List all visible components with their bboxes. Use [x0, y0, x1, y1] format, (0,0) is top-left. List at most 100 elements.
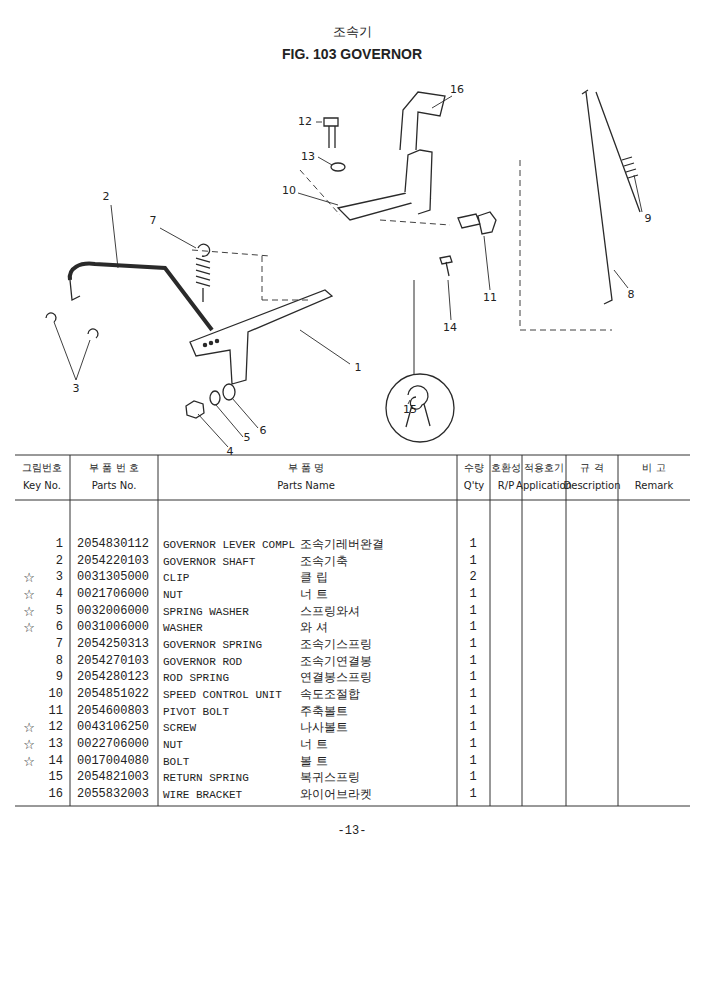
callout-number: 14 [443, 322, 457, 334]
key-number: 11 [49, 705, 63, 718]
part-name-korean: 와이어브라켓 [300, 788, 372, 801]
part-name: BOLT [163, 756, 189, 768]
part-name: SPRING WASHER [163, 606, 249, 618]
key-number: 4 [56, 588, 63, 601]
page-number: -13- [338, 825, 367, 838]
quantity: 1 [469, 772, 476, 785]
table-header: 수량 [464, 462, 484, 473]
table-header: Description [564, 480, 621, 491]
quantity: 1 [469, 755, 476, 768]
governor-drawing [46, 90, 642, 447]
part-number: 2054851022 [77, 688, 149, 701]
part-name: GOVERNOR LEVER COMPL [163, 539, 295, 551]
quantity: 1 [469, 738, 476, 751]
quantity: 1 [469, 588, 476, 601]
quantity: 1 [469, 638, 476, 651]
part-name-korean: 스프링와셔 [300, 605, 360, 618]
quantity: 1 [469, 655, 476, 668]
table-header: 호환성 [491, 462, 521, 473]
key-number: 2 [56, 555, 63, 568]
key-number: 9 [56, 672, 63, 685]
part-name: WIRE BRACKET [163, 789, 242, 801]
spring-washer [210, 391, 220, 405]
part-name: RETURN SPRING [163, 772, 249, 784]
part-number: 2054270103 [77, 655, 149, 668]
star-mark: ☆ [23, 605, 35, 619]
quantity: 1 [469, 688, 476, 701]
part-name-korean: 와 셔 [300, 622, 328, 635]
nut [331, 163, 345, 171]
key-number: 14 [49, 755, 63, 768]
part-name: GOVERNOR SHAFT [163, 556, 255, 568]
star-mark: ☆ [23, 755, 35, 769]
table-header: R/P [498, 480, 514, 491]
callout-number: 5 [244, 432, 251, 444]
governor-spring [196, 244, 210, 302]
part-number: 2054280123 [77, 672, 149, 685]
callout-number: 12 [298, 116, 312, 128]
assembly-line [192, 160, 612, 330]
callout-number: 10 [282, 185, 296, 197]
table-header: 부 품 명 [288, 462, 324, 473]
quantity: 1 [469, 622, 476, 635]
part-name: PIVOT BOLT [163, 706, 229, 718]
table-header: 부 품 번 호 [89, 462, 139, 473]
screw [324, 118, 338, 148]
leader-line [54, 96, 642, 447]
key-number: 7 [56, 638, 63, 651]
key-number: 13 [49, 738, 63, 751]
callout-number: 15 [403, 404, 417, 416]
key-number: 5 [56, 605, 63, 618]
quantity: 2 [469, 572, 476, 585]
part-name: CLIP [163, 572, 189, 584]
callout-number: 4 [227, 446, 234, 458]
nut [186, 401, 204, 418]
part-name-korean: 조속기레버완결 [300, 538, 384, 551]
page-heading: 조속기 [333, 25, 372, 39]
part-name-korean: 볼 트 [300, 755, 328, 768]
rod-spring [596, 92, 640, 212]
key-number: 12 [49, 722, 63, 735]
key-number: 10 [49, 688, 63, 701]
bolt [440, 256, 452, 276]
part-number: 0032006000 [77, 605, 149, 618]
part-name: NUT [163, 589, 183, 601]
table-header: 그림번호 [22, 462, 62, 473]
unit-plate [405, 150, 432, 214]
quantity: 1 [469, 555, 476, 568]
quantity: 1 [469, 605, 476, 618]
part-name-korean: 너 트 [300, 588, 328, 601]
part-name: ROD SPRING [163, 672, 229, 684]
part-name-korean: 속도조절합 [300, 688, 360, 701]
detail-line [414, 280, 415, 374]
callout-number: 8 [628, 289, 635, 301]
part-name-korean: 조속기스프링 [300, 638, 372, 651]
key-number: 16 [49, 788, 63, 801]
part-number: 2054821003 [77, 772, 149, 785]
washer [223, 384, 235, 400]
part-name-korean: 연결봉스프링 [300, 672, 372, 685]
quantity: 1 [469, 538, 476, 551]
governor-shaft [70, 264, 212, 330]
star-mark: ☆ [23, 621, 35, 635]
table-header: Parts Name [277, 480, 335, 491]
part-number: 0022706000 [77, 738, 149, 751]
part-name: GOVERNOR ROD [163, 656, 242, 668]
callout-number: 1 [355, 362, 362, 374]
part-name: GOVERNOR SPRING [163, 639, 262, 651]
part-name-korean: 조속기연결봉 [300, 655, 372, 668]
figure-title: FIG. 103 GOVERNOR [282, 47, 422, 62]
part-number: 2055832003 [77, 788, 149, 801]
callout-number: 2 [103, 191, 110, 203]
part-number: 2054250313 [77, 638, 149, 651]
quantity: 1 [469, 705, 476, 718]
table-header: Parts No. [92, 480, 137, 491]
quantity: 1 [469, 672, 476, 685]
clip [88, 329, 98, 338]
part-name-korean: 조속기축 [300, 555, 348, 568]
part-name: WASHER [163, 622, 203, 634]
key-number: 15 [49, 772, 63, 785]
detail-circle [386, 374, 454, 442]
part-number: 0031305000 [77, 572, 149, 585]
